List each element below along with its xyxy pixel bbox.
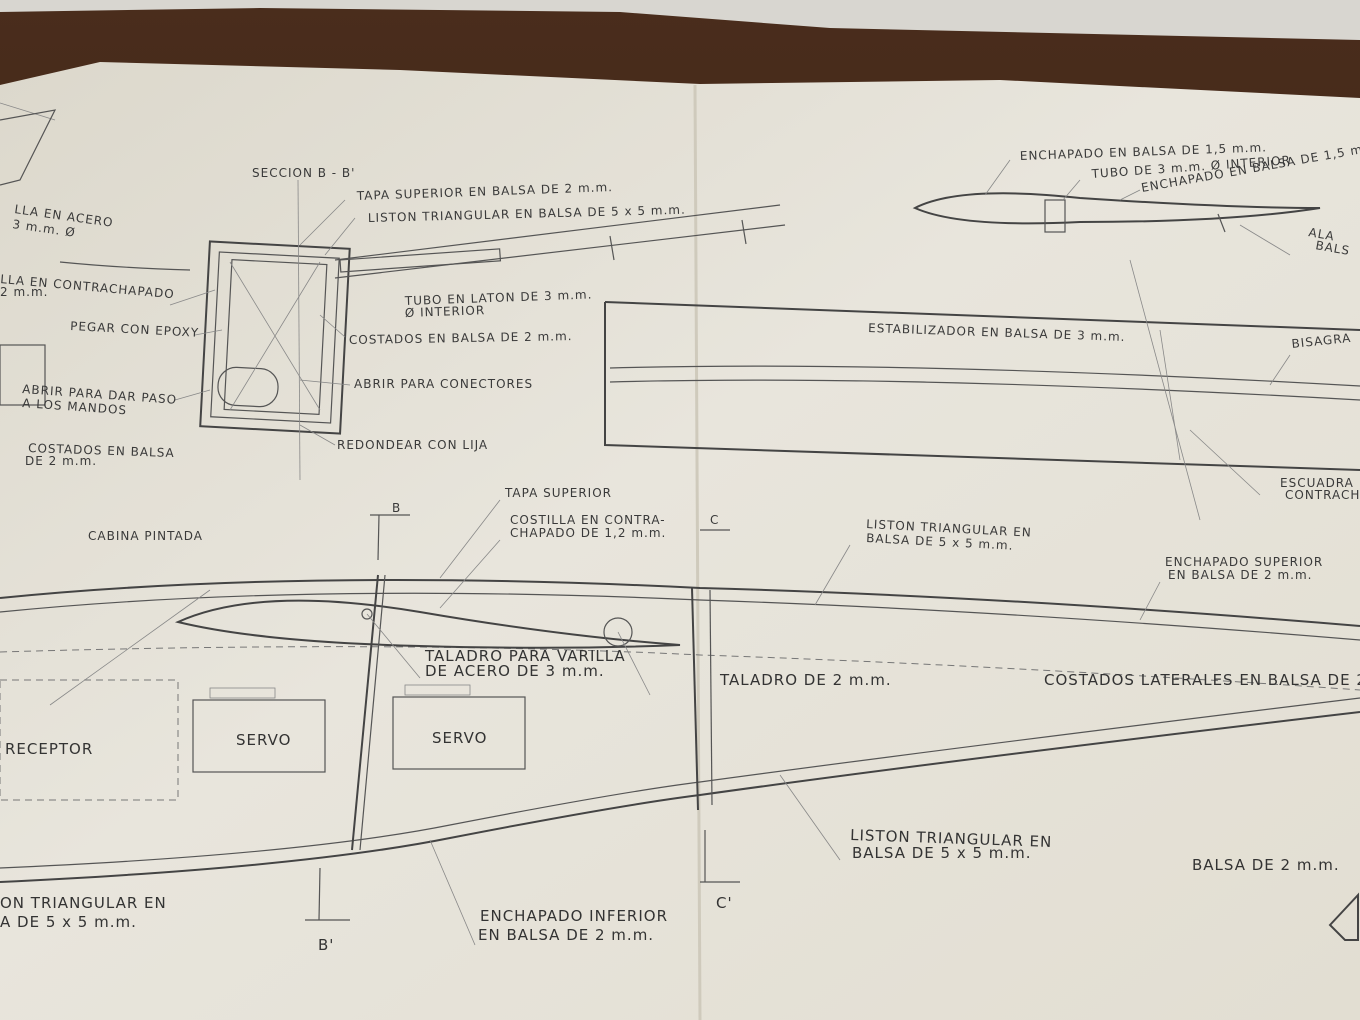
label-enchapado-inf-2: EN BALSA DE 2 m.m.: [478, 926, 654, 944]
label-enchapado-inf-1: ENCHAPADO INFERIOR: [480, 907, 668, 925]
fuselage-drawing: [0, 514, 1360, 941]
marker-b-prime: B': [318, 936, 334, 954]
label-cabina: CABINA PINTADA: [88, 529, 203, 543]
marker-b: B: [392, 501, 401, 515]
label-bisagra: BISAGRA: [1291, 331, 1352, 351]
label-liston-left-2: A DE 5 x 5 m.m.: [0, 913, 137, 931]
label-costados-balsa-left-2: DE 2 m.m.: [25, 454, 97, 468]
label-balsa-2mm: BALSA DE 2 m.m.: [1192, 856, 1340, 874]
section-b-drawing: [0, 102, 786, 481]
leader-lines: [49, 159, 1291, 946]
label-enchapado-sup-2: EN BALSA DE 2 m.m.: [1168, 568, 1312, 582]
blueprint-paper: [0, 62, 1360, 1020]
label-tubo-laton-2: Ø INTERIOR: [405, 303, 486, 320]
label-receptor: RECEPTOR: [5, 740, 93, 758]
label-varilla-contra-2: 2 m.m.: [0, 285, 48, 299]
marker-c: C: [710, 513, 719, 527]
label-taladro-varilla-1: TALADRO PARA VARILLA: [424, 647, 626, 665]
label-enchapado-sup-1: ENCHAPADO SUPERIOR: [1165, 555, 1323, 569]
label-costados-balsa-left-1: COSTADOS EN BALSA: [28, 441, 175, 460]
label-liston-bot-2: BALSA DE 5 x 5 m.m.: [852, 844, 1032, 862]
top-paper-sheet: [0, 0, 1360, 40]
stabilizer-drawing: [604, 192, 1360, 521]
marker-c-prime: C': [716, 894, 733, 912]
label-costilla-2: CHAPADO DE 1,2 m.m.: [510, 526, 666, 540]
label-escuadra-2: CONTRACH: [1285, 488, 1360, 502]
label-liston-left-1: ON TRIANGULAR EN: [0, 894, 167, 912]
label-pegar-epoxy: PEGAR CON EPOXY: [70, 319, 200, 340]
label-servo-2: SERVO: [432, 729, 487, 747]
label-costilla-1: COSTILLA EN CONTRA-: [510, 513, 666, 527]
label-tapa-superior: TAPA SUPERIOR: [504, 486, 612, 500]
label-tubo-laton-1: TUBO EN LATON DE 3 m.m.: [404, 287, 593, 308]
label-bals: BALS: [1314, 238, 1351, 258]
label-seccion: SECCION B - B': [252, 166, 355, 180]
label-costados-laterales: COSTADOS LATERALES EN BALSA DE 2 m: [1044, 671, 1360, 689]
label-redondear: REDONDEAR CON LIJA: [337, 438, 488, 452]
label-taladro-varilla-2: DE ACERO DE 3 m.m.: [425, 662, 605, 680]
paper-fold: [693, 84, 702, 1020]
label-abrir-conectores: ABRIR PARA CONECTORES: [354, 377, 533, 391]
label-escuadra-1: ESCUADRA: [1280, 476, 1354, 490]
label-costados-balsa-2: COSTADOS EN BALSA DE 2 m.m.: [349, 329, 573, 347]
label-ala: ALA: [1307, 225, 1335, 243]
label-servo-1: SERVO: [236, 731, 291, 749]
label-taladro-2mm: TALADRO DE 2 m.m.: [719, 671, 892, 689]
